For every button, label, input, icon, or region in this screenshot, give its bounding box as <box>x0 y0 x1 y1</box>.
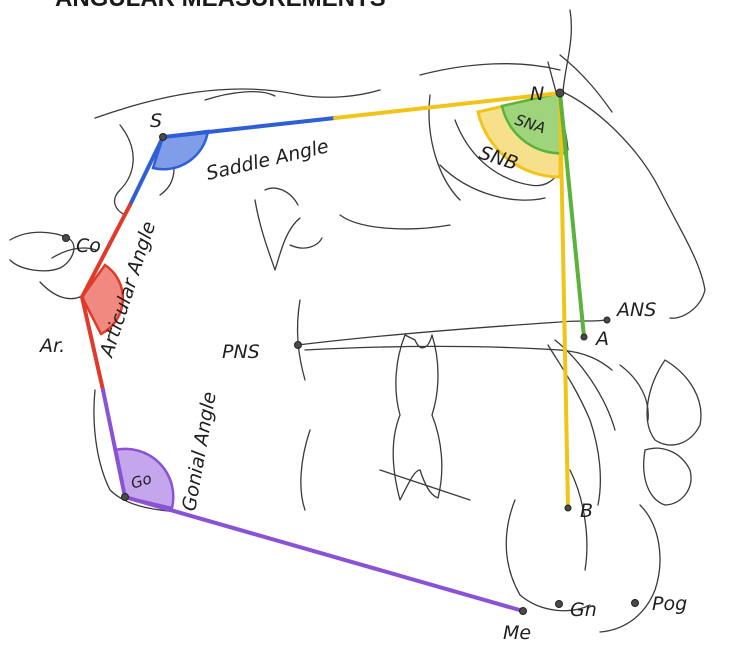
mandibular-plane-line <box>125 497 523 611</box>
label-menton: Me <box>503 622 531 644</box>
label-sella: S <box>150 110 162 132</box>
label-point-a: A <box>594 328 609 350</box>
gnathion-point <box>556 601 563 608</box>
ans-point <box>604 317 610 323</box>
label-point-b: B <box>580 500 593 522</box>
pns-point <box>295 342 302 349</box>
s-n-line-blue <box>163 118 335 137</box>
menton-point <box>520 608 527 615</box>
condylion-point <box>63 235 70 242</box>
label-condylion: Co <box>76 235 101 257</box>
label-ans: ANS <box>615 299 656 321</box>
sella-point <box>160 134 167 141</box>
nasion-point <box>556 89 564 97</box>
label-saddle-angle: Saddle Angle <box>204 135 331 185</box>
label-gnathion: Gn <box>570 599 597 621</box>
label-pogonion: Pog <box>652 593 687 615</box>
gonion-point <box>122 494 129 501</box>
label-articulare: Ar. <box>38 335 65 357</box>
label-pns: PNS <box>222 341 260 363</box>
label-nasion: N <box>530 83 544 105</box>
point-a <box>581 334 587 340</box>
point-b <box>565 505 571 511</box>
pogonion-point <box>632 600 639 607</box>
label-gonial-angle: Gonial Angle <box>178 390 221 513</box>
diagram-title: ANGULAR MEASUREMENTS <box>55 0 386 12</box>
s-ar-line <box>130 137 163 205</box>
